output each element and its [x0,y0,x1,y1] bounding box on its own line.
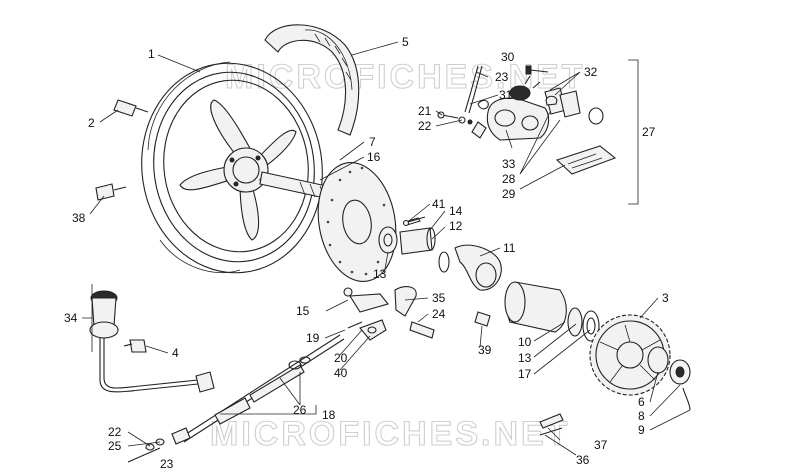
group-bracket-27 [628,59,639,205]
callout-24: 24 [432,307,446,321]
leader-lines [82,41,691,456]
callout-25: 25 [108,439,122,453]
brake-rod [127,334,345,463]
axle-nut-and-washer [647,346,691,411]
callout-3: 3 [662,291,669,305]
sprocket-carrier [504,281,600,342]
callout-33: 33 [502,157,516,171]
caliper-bracket [438,244,502,291]
callout-2: 2 [88,116,95,130]
brake-pads [544,87,604,125]
watermark-bottom: MICROFICHES.NET [210,415,570,453]
mudguard [264,24,360,136]
callout-31: 31 [499,88,513,102]
wheel-bolt-2 [113,99,149,117]
callout-41: 41 [432,197,446,211]
callout-36: 36 [576,453,590,467]
callout-38: 38 [72,211,86,225]
brake-disc [317,161,397,283]
callout-21: 21 [418,104,432,118]
callout-15: 15 [296,304,310,318]
callout-9: 9 [638,423,645,437]
pad-shim [555,145,617,175]
callout-28: 28 [502,172,516,186]
callout-30: 30 [501,50,515,64]
callout-12: 12 [449,219,463,233]
callout-8: 8 [638,409,645,423]
callout-35: 35 [432,291,446,305]
bleed-pipe [464,65,549,114]
callout-23: 23 [495,70,509,84]
callout-22: 22 [418,119,432,133]
brake-lever-assembly [343,286,491,341]
rear-sprocket [589,314,671,396]
callout-23b: 23 [160,457,174,471]
callout-29: 29 [502,187,516,201]
callout-16: 16 [367,150,381,164]
callout-labels: 1 2 5 30 23 32 31 21 22 27 33 28 29 7 16… [64,35,669,471]
caliper-screws [437,99,489,125]
callout-4: 4 [172,346,179,360]
callout-18: 18 [322,408,336,422]
callout-22b: 22 [108,425,122,439]
callout-26: 26 [293,403,307,417]
cable-clip [123,339,147,353]
valve-38 [95,183,127,201]
callout-14: 14 [449,204,463,218]
callout-40: 40 [334,366,348,380]
callout-11: 11 [503,241,516,255]
speed-sensor [89,290,215,393]
callout-13: 13 [373,267,387,281]
callout-7: 7 [369,135,376,149]
callout-17: 17 [518,367,532,381]
callout-5: 5 [402,35,409,49]
callout-10: 10 [518,335,532,349]
watermark-top: MICROFICHES.NET [225,58,585,96]
callout-39: 39 [478,343,492,357]
bolt-41 [402,216,426,227]
brake-caliper [471,75,550,141]
callout-13b: 13 [518,351,532,365]
callout-19: 19 [306,331,320,345]
rear-wheel [141,61,323,274]
callout-37: 37 [594,438,608,452]
callout-20: 20 [334,351,348,365]
callout-32: 32 [584,65,598,79]
callout-1: 1 [148,47,155,61]
callout-6: 6 [638,395,645,409]
bearing-and-spacer [378,217,436,255]
callout-34: 34 [64,311,78,325]
callout-27: 27 [642,125,656,139]
